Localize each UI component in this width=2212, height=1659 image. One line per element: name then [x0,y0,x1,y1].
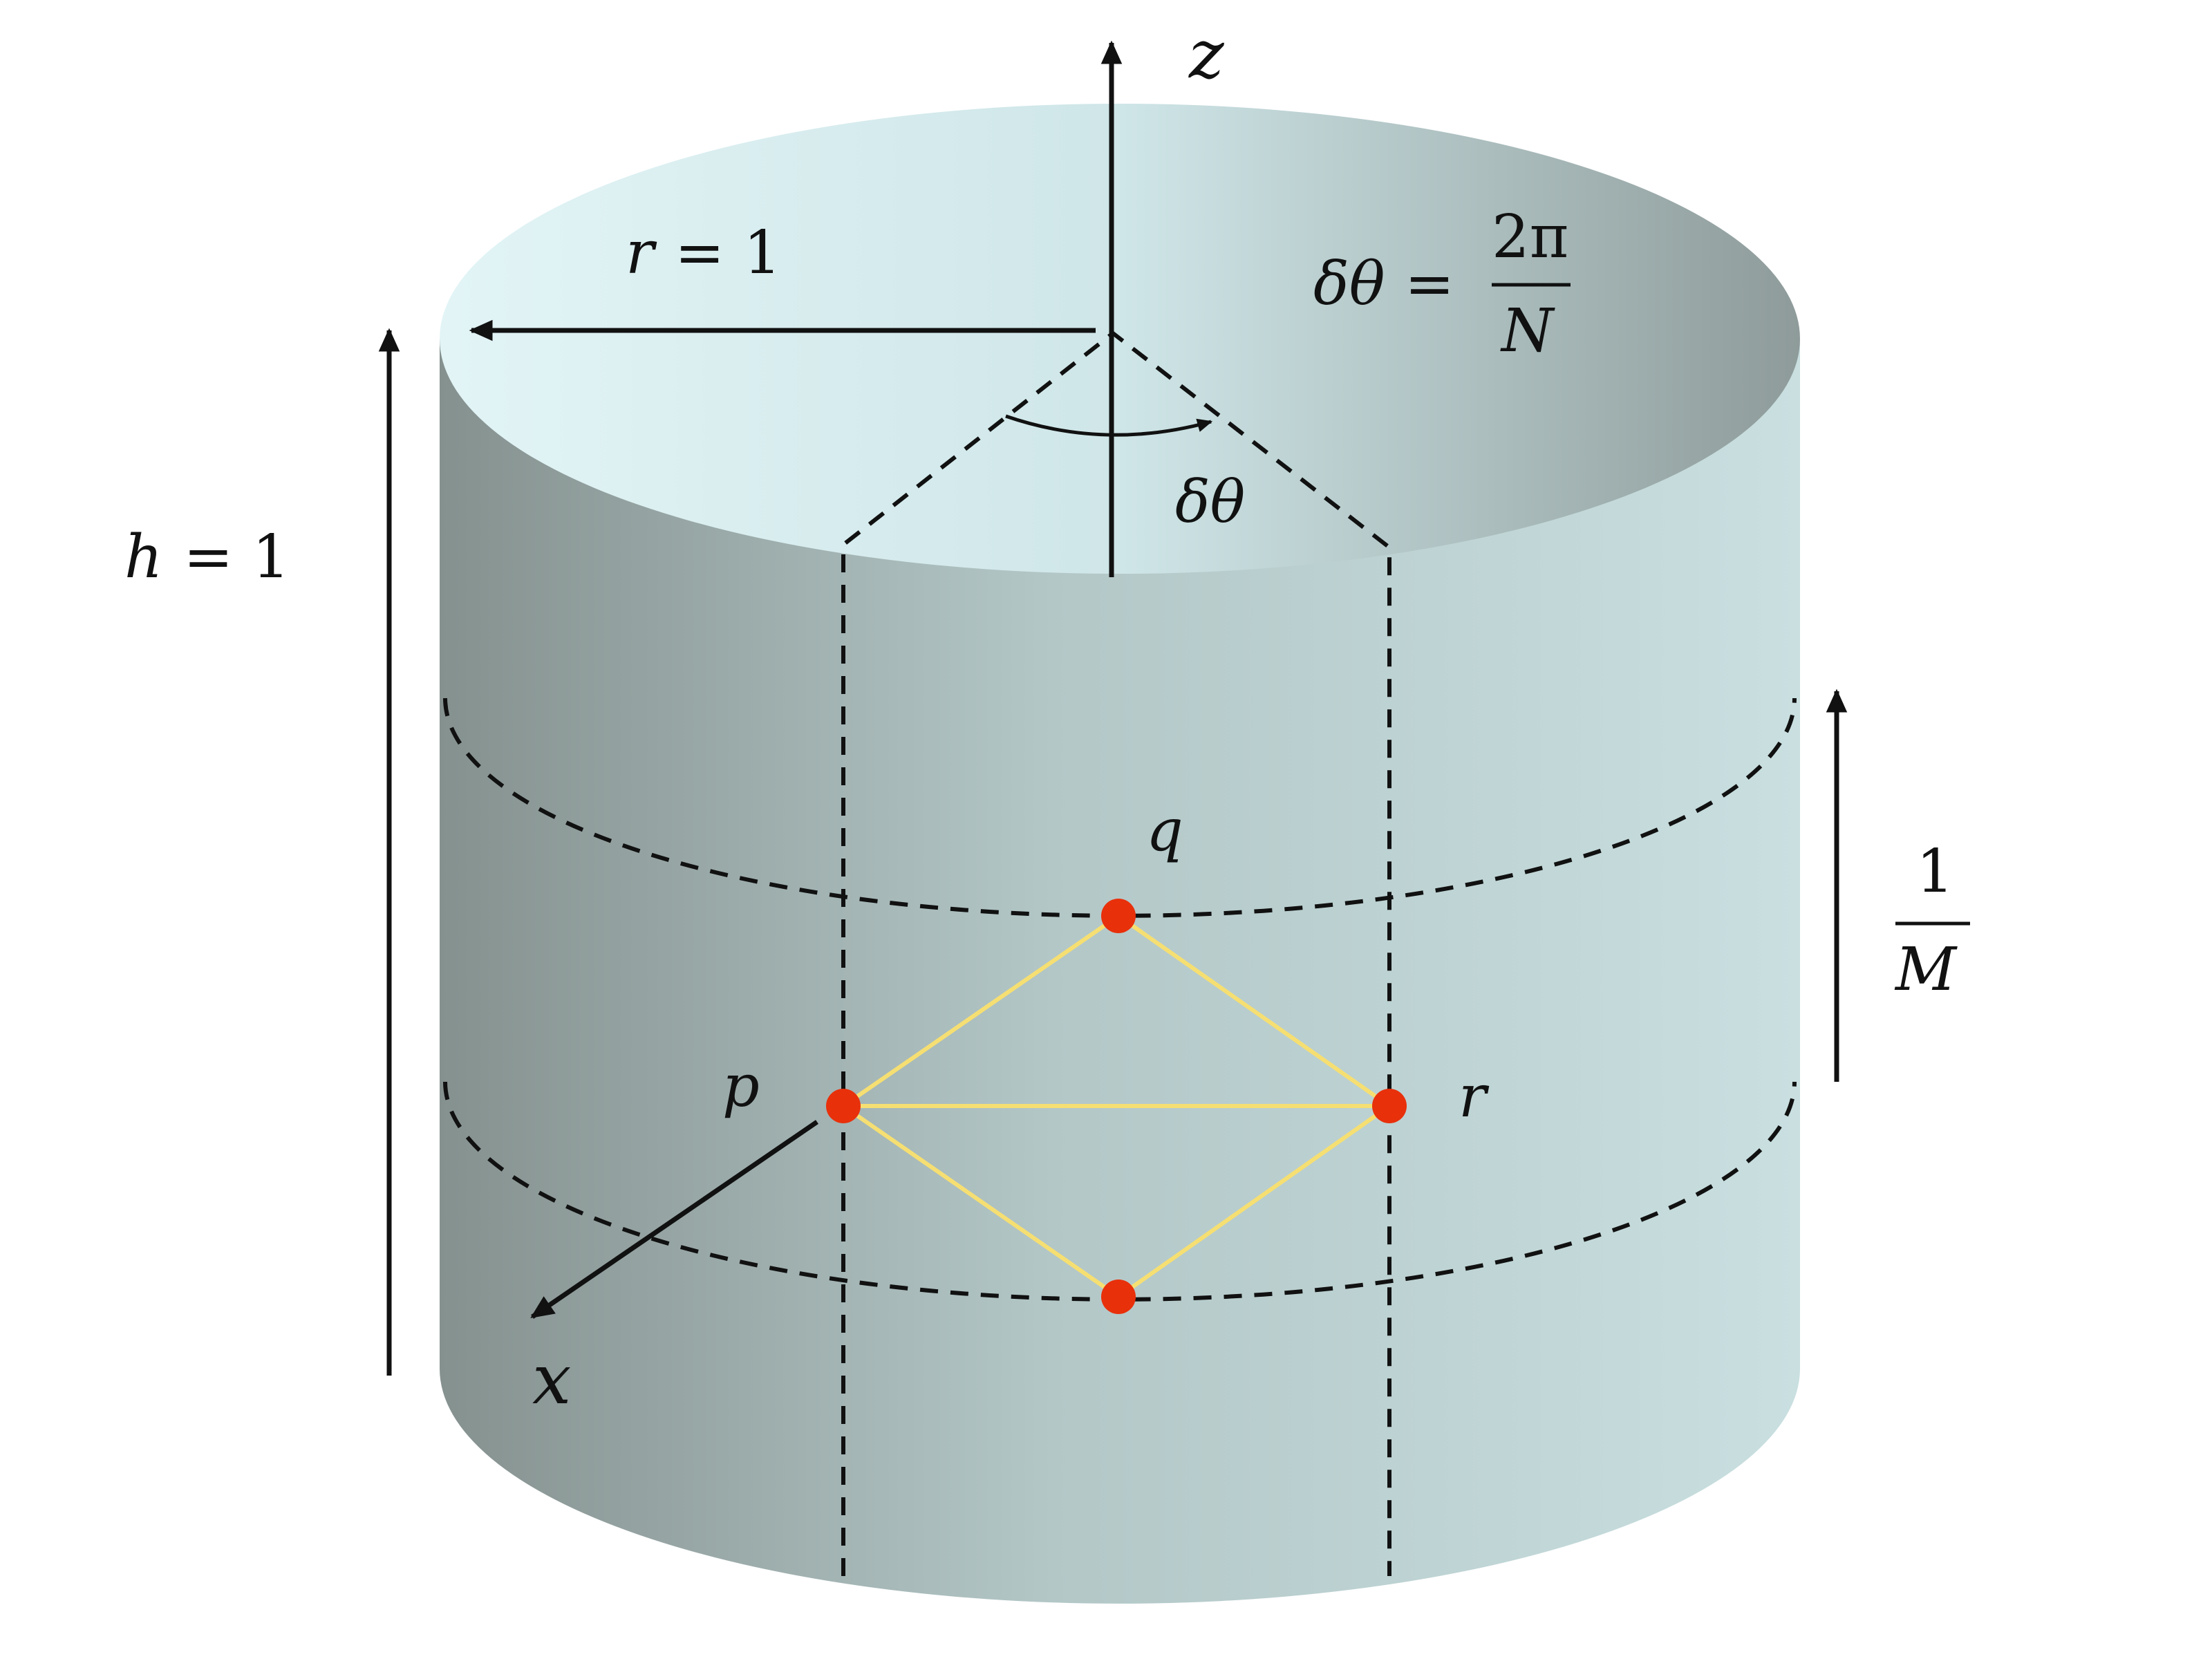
node-bottom [1101,1280,1136,1314]
node-p-label: p [722,1052,760,1120]
mesh-edges [842,914,1391,1299]
m-frac-num: 1 [1916,837,1954,906]
edge-p-q [842,914,1120,1108]
node-r-label: r [1459,1062,1490,1130]
node-r [1372,1089,1407,1123]
z-axis-label: z [1188,16,1225,93]
radius-label: r= 1 [626,218,781,288]
height-label: h= 1 [124,523,290,592]
dtheta-frac-den: N [1500,297,1555,366]
dtheta-eq-left: δθ [1313,250,1385,319]
node-q-label: q [1146,796,1183,864]
x-axis [530,1120,818,1319]
node-p [826,1089,861,1123]
node-q [1101,899,1136,933]
dtheta-arc [1005,414,1213,437]
m-frac-den: M [1894,935,1958,1004]
dtheta-eq-sign: = [1405,250,1454,319]
edge-q-r [1117,914,1391,1108]
dtheta-label: δθ [1175,468,1245,536]
dtheta-frac-num: 2π [1492,203,1568,272]
edge-p-s [842,1104,1120,1299]
x-axis-label: x [532,1339,571,1420]
edge-s-r [1117,1104,1391,1299]
cylinder-side [440,339,1800,1604]
